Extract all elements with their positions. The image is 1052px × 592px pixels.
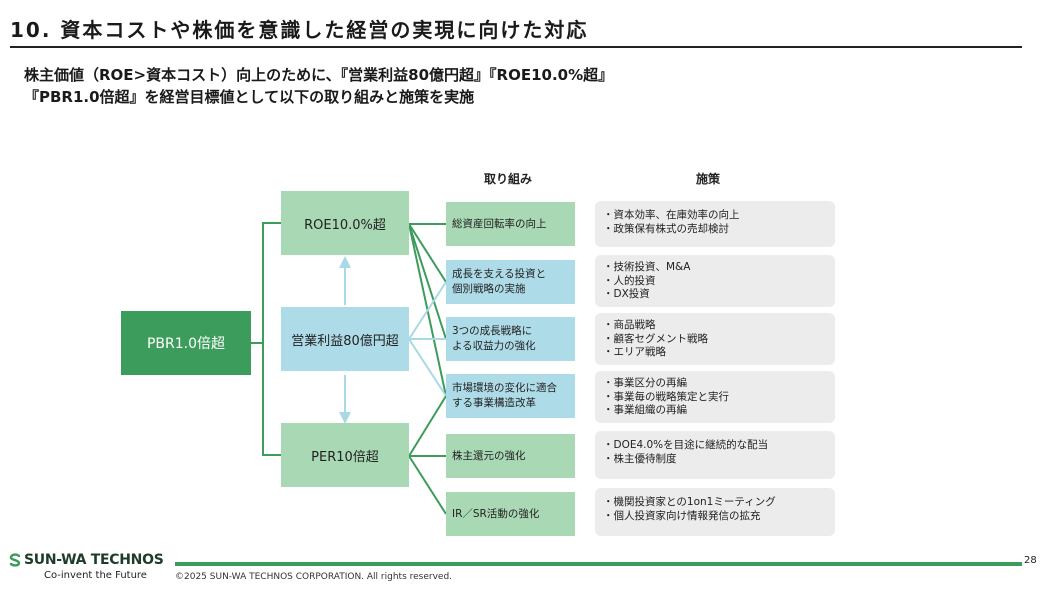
roe-goal-box: ROE10.0%超 xyxy=(281,191,409,255)
initiative-3-line-2: よる収益力の強化 xyxy=(452,340,536,352)
measure-6-item-2: ・個人投資家向け情報発信の拡充 xyxy=(603,509,761,522)
measure-box-4: ・事業区分の再編 ・事業毎の戦略策定と実行 ・事業組織の再編 xyxy=(595,371,835,423)
initiative-6-line-1: IR／SR活動の強化 xyxy=(452,507,540,520)
per-to-init-4 xyxy=(408,395,447,457)
logo-mark-icon xyxy=(9,553,21,567)
initiative-2-line-2: 個別戦略の実施 xyxy=(452,283,526,295)
per-to-init-6 xyxy=(408,455,447,515)
column-header-initiatives: 取り組み xyxy=(484,172,533,186)
measure-box-1: ・資本効率、在庫効率の向上 ・政策保有株式の売却検討 xyxy=(595,201,835,247)
initiative-1-line-1: 総資産回転率の向上 xyxy=(452,217,547,230)
measure-box-5: ・DOE4.0%を目途に継続的な配当 ・株主優待制度 xyxy=(595,431,835,479)
measure-box-3: ・商品戦略 ・顧客セグメント戦略 ・エリア戦略 xyxy=(595,313,835,365)
measure-box-2: ・技術投資、M&A ・人的投資 ・DX投資 xyxy=(595,255,835,307)
roe-to-init-3 xyxy=(408,223,447,340)
profit-to-init-2 xyxy=(408,281,447,340)
measure-6-item-1: ・機関投資家との1on1ミーティング xyxy=(603,496,776,508)
measure-4-item-3: ・事業組織の再編 xyxy=(603,404,687,416)
initiative-5-line-1: 株主還元の強化 xyxy=(452,449,526,462)
initiative-4-line-1: 市場環境の変化に適合 xyxy=(452,382,557,394)
initiative-box-2: 成長を支える投資と 個別戦略の実施 xyxy=(446,260,575,304)
measure-2-item-3: ・DX投資 xyxy=(603,288,650,300)
subtitle-line-2: 『PBR1.0倍超』を経営目標値として以下の取り組みと施策を実施 xyxy=(24,88,475,106)
measure-5-item-1: ・DOE4.0%を目途に継続的な配当 xyxy=(603,439,769,451)
pbr-target-box: PBR1.0倍超 xyxy=(121,311,251,375)
per-goal-box: PER10倍超 xyxy=(281,423,409,487)
measure-box-6: ・機関投資家との1on1ミーティング ・個人投資家向け情報発信の拡充 xyxy=(595,488,835,536)
measure-1-item-1: ・資本効率、在庫効率の向上 xyxy=(603,209,740,221)
profit-to-init-4 xyxy=(408,338,447,397)
initiative-box-6: IR／SR活動の強化 xyxy=(446,492,575,536)
subtitle-line-1: 株主価値（ROE>資本コスト）向上のために、『営業利益80億円超』『ROE10.… xyxy=(24,66,614,84)
initiative-4-line-2: する事業構造改革 xyxy=(452,397,536,409)
column-header-measures: 施策 xyxy=(696,172,721,186)
measure-4-item-2: ・事業毎の戦略策定と実行 xyxy=(603,390,729,403)
title-divider xyxy=(10,46,1022,48)
company-logo: SUN-WA TECHNOS xyxy=(8,552,164,568)
operating-profit-goal-box: 営業利益80億円超 xyxy=(281,307,409,371)
page-subtitle: 株主価値（ROE>資本コスト）向上のために、『営業利益80億円超』『ROE10.… xyxy=(24,64,613,108)
initiative-3-line-1: 3つの成長戦略に xyxy=(452,325,533,337)
measure-3-item-3: ・エリア戦略 xyxy=(603,346,666,358)
initiative-box-4: 市場環境の変化に適合 する事業構造改革 xyxy=(446,374,575,418)
logo-wordmark: SUN-WA TECHNOS xyxy=(24,552,164,568)
page-number: 28 xyxy=(1024,555,1037,566)
measure-2-item-2: ・人的投資 xyxy=(603,274,656,287)
measure-2-item-1: ・技術投資、M&A xyxy=(603,261,691,273)
footer-divider xyxy=(175,562,1022,566)
initiative-box-5: 株主還元の強化 xyxy=(446,434,575,478)
initiative-box-3: 3つの成長戦略に よる収益力の強化 xyxy=(446,317,575,361)
measure-5-item-2: ・株主優待制度 xyxy=(603,452,677,465)
measure-3-item-1: ・商品戦略 xyxy=(603,319,656,331)
copyright-notice: ©2025 SUN-WA TECHNOS CORPORATION. All ri… xyxy=(175,572,453,582)
company-tagline: Co-invent the Future xyxy=(44,570,147,581)
roe-to-init-2 xyxy=(408,223,447,283)
initiative-box-1: 総資産回転率の向上 xyxy=(446,202,575,246)
measure-3-item-2: ・顧客セグメント戦略 xyxy=(603,332,708,345)
page-title: 10. 資本コストや株価を意識した経営の実現に向けた対応 xyxy=(10,18,589,42)
measure-4-item-1: ・事業区分の再編 xyxy=(603,377,687,389)
initiative-2-line-1: 成長を支える投資と xyxy=(452,268,547,280)
measure-1-item-2: ・政策保有株式の売却検討 xyxy=(603,222,729,235)
